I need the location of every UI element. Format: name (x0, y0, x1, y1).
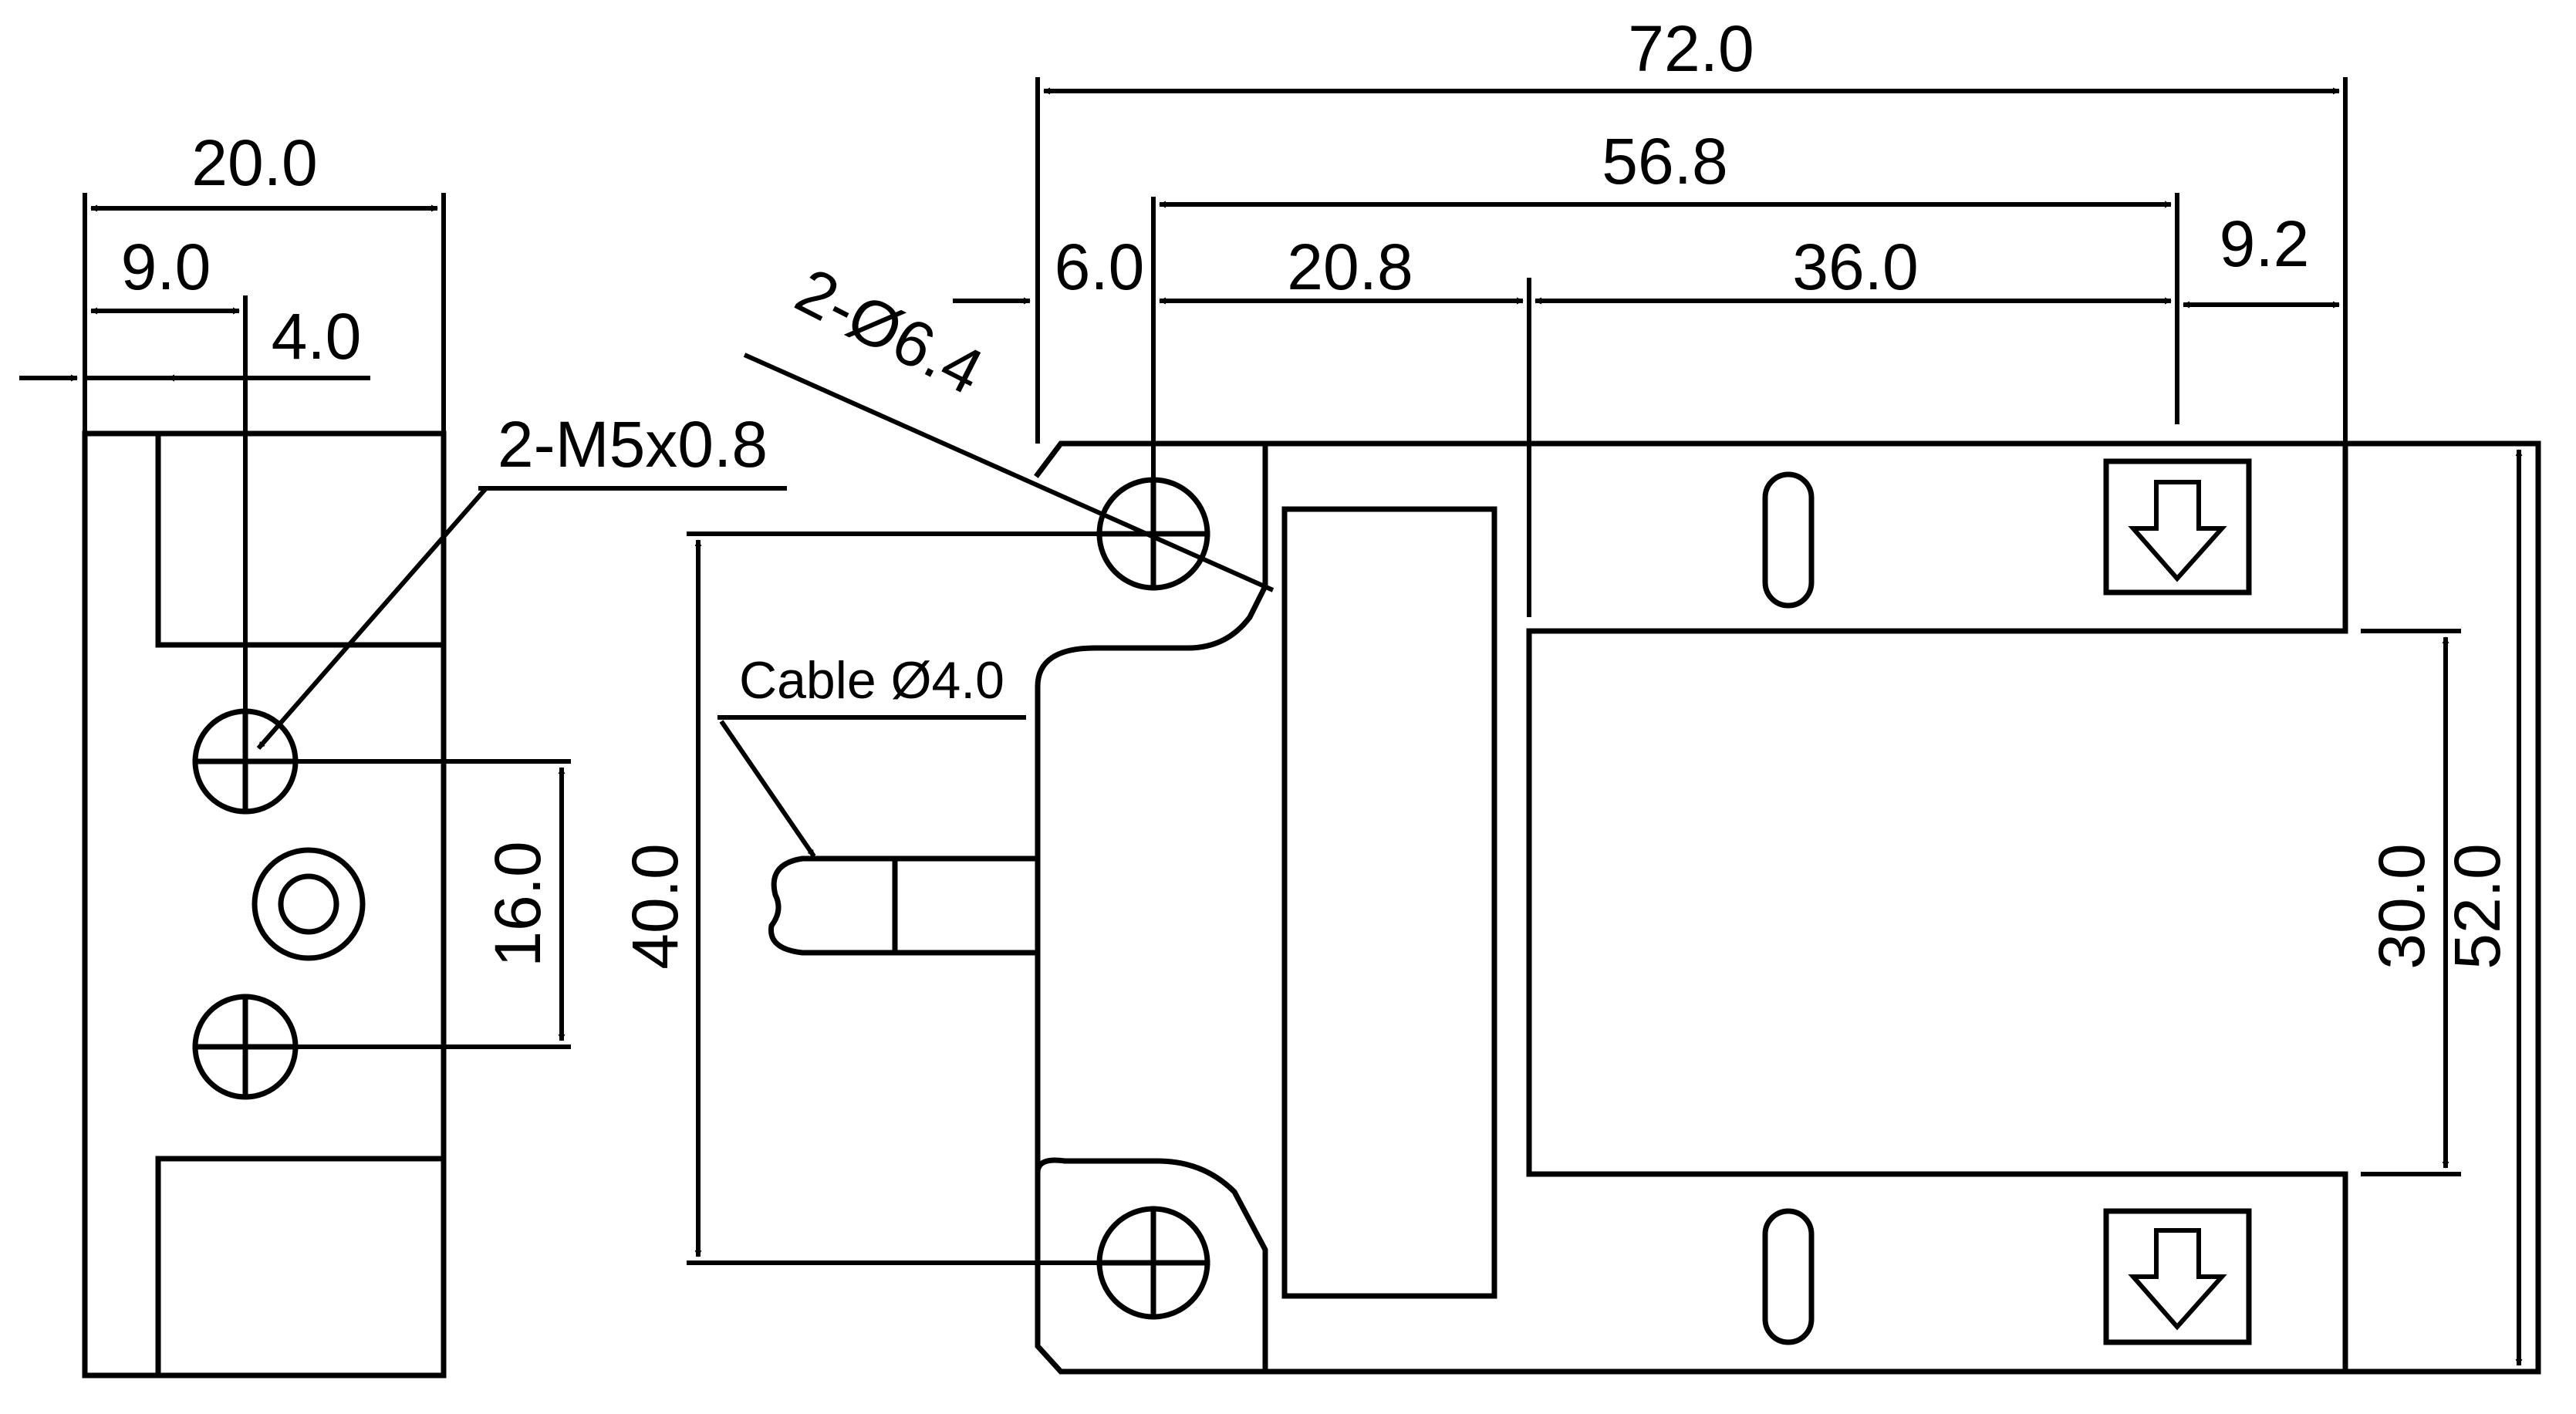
dim-text-40: 40.0 (619, 843, 691, 970)
side-view: 20.0 9.0 4.0 2-M5x0.8 16.0 (19, 127, 787, 1379)
front-pocket (1281, 506, 1497, 1299)
dim-text-36: 36.0 (1792, 231, 1919, 303)
cable-leader (719, 720, 816, 858)
tapped-hole-bottom (192, 994, 299, 1100)
indicator-led (252, 847, 366, 961)
mounting-hole-bottom (1096, 1206, 1210, 1320)
front-view: 72.0 56.8 6.0 20.8 36.0 9.2 2-Ø6.4 40.0 … (619, 12, 2541, 1375)
front-slot (1526, 440, 2348, 1375)
side-body-outline (82, 430, 447, 1379)
dim-text-4: 4.0 (272, 300, 362, 373)
sensing-mark-bottom (2103, 1208, 2252, 1345)
thread-label: 2-M5x0.8 (498, 408, 768, 481)
side-top-recess (155, 430, 447, 648)
mounting-hole-top (1096, 477, 1210, 591)
dim-text-20-8: 20.8 (1287, 231, 1413, 303)
cable (768, 855, 1041, 956)
cable-label: Cable Ø4.0 (739, 651, 1004, 710)
dim-text-6: 6.0 (1055, 231, 1145, 303)
dim-text-9-2: 9.2 (2220, 208, 2310, 280)
dim-text-16: 16.0 (481, 841, 554, 967)
thread-leader (256, 487, 488, 750)
dim-text-20: 20.0 (191, 127, 318, 199)
dim-text-72: 72.0 (1628, 12, 1754, 85)
oval-slot-bottom (1762, 1208, 1815, 1345)
oval-slot-top (1762, 471, 1815, 609)
dim-text-9: 9.0 (121, 231, 211, 303)
hole-leader (743, 353, 1274, 592)
dim-text-56: 56.8 (1602, 125, 1728, 197)
front-body-outline (1034, 440, 2541, 1375)
dim-text-30: 30.0 (2365, 843, 2438, 970)
dim-text-52: 52.0 (2441, 843, 2514, 970)
sensing-mark-top (2103, 458, 2252, 596)
side-bottom-recess (155, 1156, 447, 1379)
